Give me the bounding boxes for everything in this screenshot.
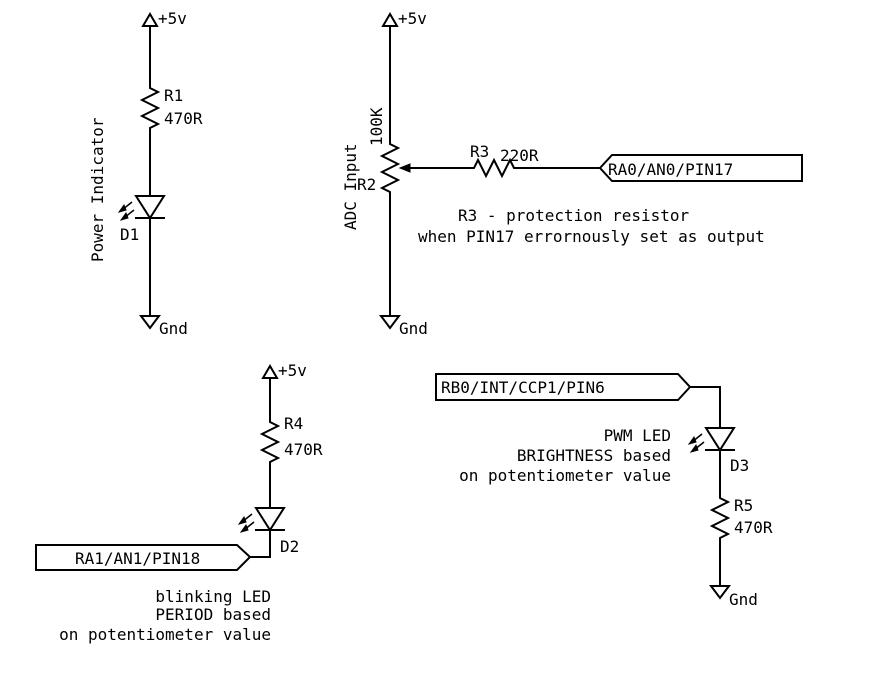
pwm-note-line2: BRIGHTNESS based <box>517 446 671 465</box>
led-d1 <box>117 195 166 221</box>
port-ra0-label: RA0/AN0/PIN17 <box>608 160 733 179</box>
blink-note-line3: on potentiometer value <box>59 625 271 644</box>
power-indicator-caption: Power Indicator <box>88 117 107 262</box>
r3-name: R3 <box>470 142 489 161</box>
led-d2 <box>237 507 286 533</box>
r1-name: R1 <box>164 86 183 105</box>
d3-name: D3 <box>730 456 749 475</box>
pwm-note-line3: on potentiometer value <box>459 466 671 485</box>
r5-value: 470R <box>734 518 773 537</box>
resistor-r1 <box>139 83 161 197</box>
r3-note-line2: when PIN17 errornously set as output <box>418 227 765 246</box>
ground-symbol-2 <box>379 315 401 330</box>
d2-name: D2 <box>280 537 299 556</box>
resistor-r5 <box>709 493 731 587</box>
r3-value: 220R <box>500 146 539 165</box>
d1-name: D1 <box>120 225 139 244</box>
blink-note-line2: PERIOD based <box>155 605 271 624</box>
ground-label-1: Gnd <box>159 319 188 338</box>
ground-symbol-3 <box>709 585 731 600</box>
r3-note-line1: R3 - protection resistor <box>458 206 690 225</box>
adc-input-caption: ADC Input <box>341 143 360 230</box>
power-indicator-circuit: +5v R1 470R D1 Gnd Power Indicator <box>88 9 203 338</box>
port-ra0-flag <box>598 154 803 182</box>
ground-symbol-1 <box>139 315 161 330</box>
ground-label-2: Gnd <box>399 319 428 338</box>
pwm-led-circuit: RB0/INT/CCP1/PIN6 D3 R5 470R Gnd PWM LED… <box>435 373 773 609</box>
supply-label-2: +5v <box>398 9 427 28</box>
power-supply-symbol-1 <box>141 12 159 85</box>
port-ra1-flag <box>35 544 252 571</box>
supply-label-1: +5v <box>158 9 187 28</box>
r2-name: R2 <box>357 175 376 194</box>
power-supply-symbol-2 <box>381 12 399 141</box>
port-rb0-label: RB0/INT/CCP1/PIN6 <box>441 378 605 397</box>
port-rb0-flag <box>435 373 692 401</box>
blinking-led-circuit: +5v R4 470R D2 RA1/AN1/PIN18 blinking LE… <box>35 361 323 644</box>
supply-label-3: +5v <box>278 361 307 380</box>
wiper-arrow <box>398 163 471 173</box>
potentiometer-r2 <box>379 139 401 317</box>
ground-label-3: Gnd <box>729 590 758 609</box>
r5-name: R5 <box>734 496 753 515</box>
pwm-note-line1: PWM LED <box>604 426 671 445</box>
r4-value: 470R <box>284 440 323 459</box>
blink-note-line1: blinking LED <box>155 587 271 606</box>
resistor-r3 <box>469 157 601 179</box>
r1-value: 470R <box>164 109 203 128</box>
r2-value: 100K <box>367 107 386 146</box>
port-ra1-label: RA1/AN1/PIN18 <box>75 549 200 568</box>
r4-name: R4 <box>284 414 303 433</box>
adc-input-circuit: +5v 100K R2 ADC Input R3 220R RA0/AN0/PI… <box>341 9 803 338</box>
power-supply-symbol-3 <box>261 364 279 419</box>
led-d3 <box>687 427 736 453</box>
resistor-r4 <box>259 417 281 509</box>
wire-rb0-to-d3 <box>689 386 721 429</box>
